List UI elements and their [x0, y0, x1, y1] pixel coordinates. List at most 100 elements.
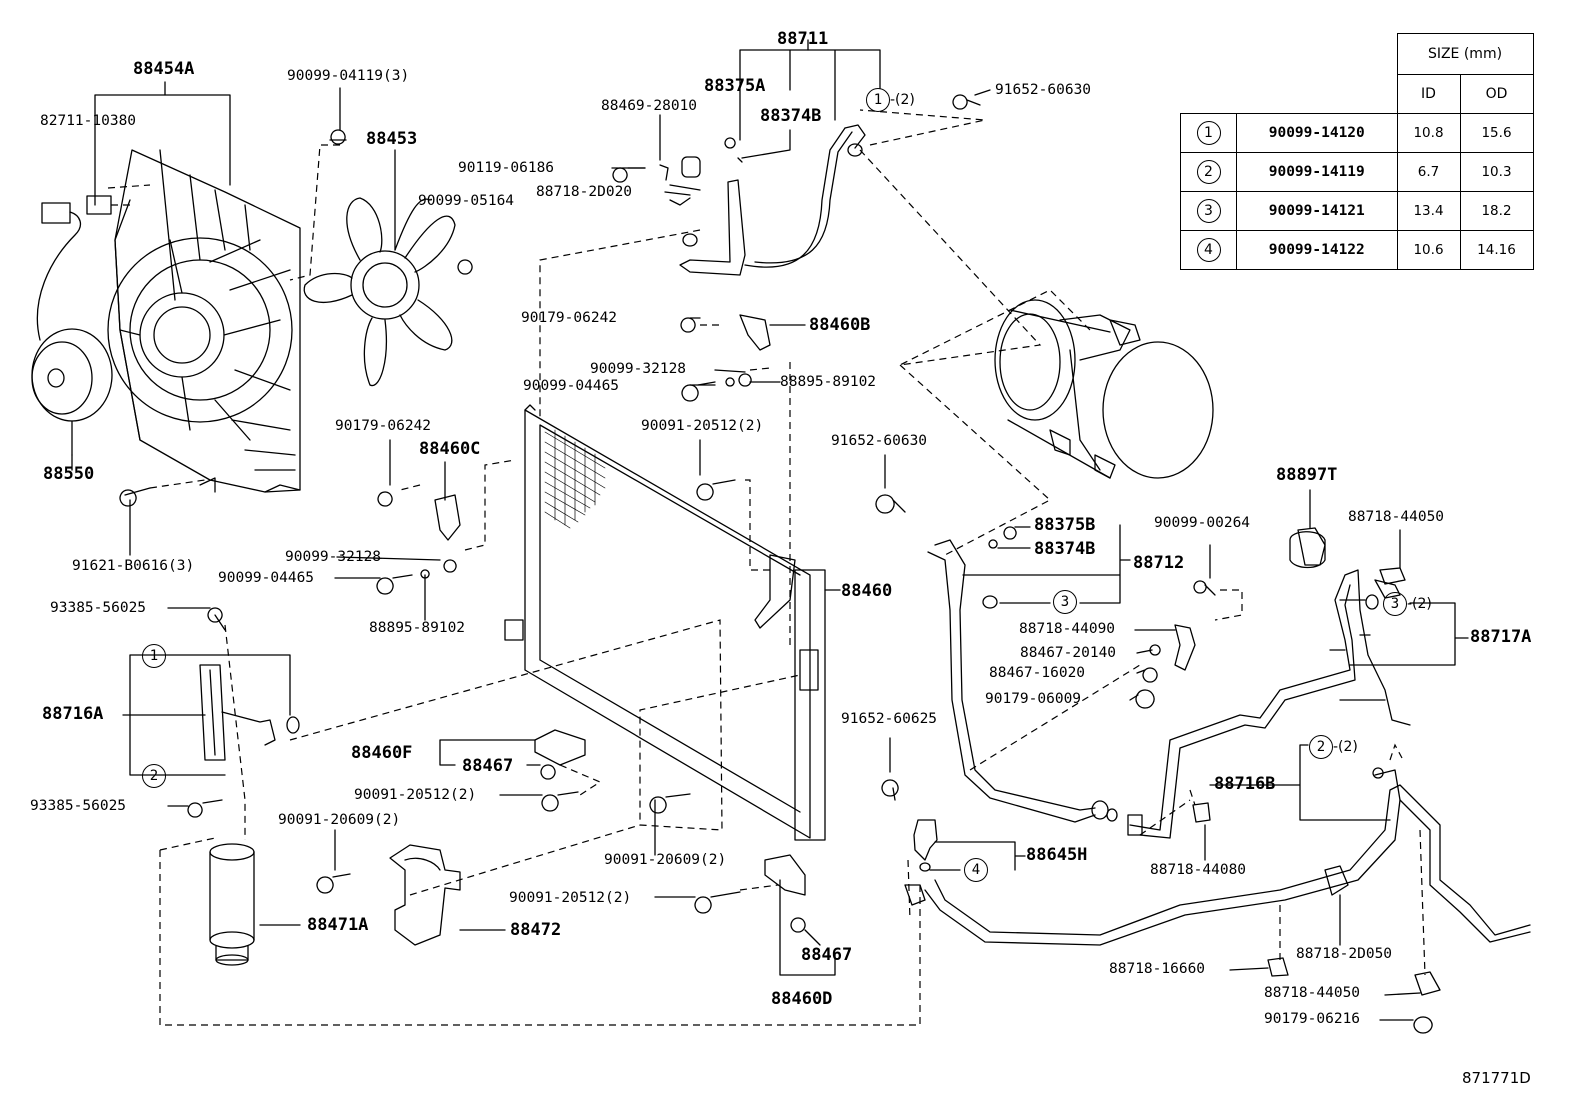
liquid-pipe-drawing	[924, 527, 1531, 1034]
part-label-90099-32128: 90099-32128	[590, 361, 687, 377]
part-number-cell: 90099-14120	[1236, 113, 1398, 153]
condenser-drawing	[504, 404, 826, 841]
part-label-90179-06242: 90179-06242	[521, 310, 618, 326]
part-label-90179-06216: 90179-06216	[1264, 1011, 1361, 1027]
ref-circle-1: 1	[142, 644, 166, 668]
discharge-hose-drawing	[612, 94, 981, 276]
od-cell: 10.3	[1459, 152, 1534, 192]
table-row: 1 90099-14120 10.8 15.6	[1180, 113, 1534, 153]
part-label-90099-04119: 90099-04119(3)	[287, 68, 410, 84]
part-label-88454A: 88454A	[133, 59, 195, 79]
part-label-90179-06242-b: 90179-06242	[335, 418, 432, 434]
ref-qty: -(2)	[1333, 739, 1358, 755]
part-label-88460F: 88460F	[351, 743, 413, 763]
part-label-88472: 88472	[510, 920, 562, 940]
size-table-title: SIZE (mm)	[1396, 33, 1534, 75]
part-label-91652-60630-b: 91652-60630	[831, 433, 928, 449]
od-cell: 14.16	[1459, 230, 1534, 270]
part-label-93385-56025: 93385-56025	[50, 600, 147, 616]
part-label-90099-00264: 90099-00264	[1154, 515, 1251, 531]
ref-circle-2: 2	[142, 764, 166, 788]
table-row: 2 90099-14119 6.7 10.3	[1180, 152, 1534, 192]
part-label-90099-04465-b: 90099-04465	[218, 570, 315, 586]
part-label-88712: 88712	[1133, 553, 1185, 573]
part-label-88467-16020: 88467-16020	[989, 665, 1086, 681]
id-cell: 6.7	[1396, 152, 1461, 192]
part-label-91652-60625: 91652-60625	[841, 711, 938, 727]
compressor-drawing	[994, 299, 1214, 479]
fan-motor-drawing	[31, 195, 113, 456]
part-label-88718-16660: 88718-16660	[1109, 961, 1206, 977]
part-label-90099-04465: 90099-04465	[523, 378, 620, 394]
part-number-cell: 90099-14122	[1236, 230, 1398, 270]
part-label-88467-20140: 88467-20140	[1020, 645, 1117, 661]
part-label-88718-2D020: 88718-2D020	[536, 184, 633, 200]
leader-lines	[71, 39, 1469, 1021]
ref-circle-3: 3	[1053, 590, 1077, 614]
part-label-88469-28010: 88469-28010	[601, 98, 698, 114]
hose-ref-3-a: 3	[1053, 590, 1077, 614]
fan-shroud-drawing	[107, 149, 301, 493]
part-label-88374B-b: 88374B	[1034, 539, 1096, 559]
part-label-88711: 88711	[777, 29, 829, 49]
part-label-88718-44080: 88718-44080	[1150, 862, 1247, 878]
part-label-88718-2D050: 88718-2D050	[1296, 946, 1393, 962]
part-label-88897T: 88897T	[1276, 465, 1338, 485]
part-label-88645H: 88645H	[1026, 845, 1088, 865]
part-label-82711-10380: 82711-10380	[40, 113, 137, 129]
part-label-90091-20512-b: 90091-20512(2)	[354, 787, 477, 803]
hose-ref-1: 1-(2)	[866, 88, 915, 112]
illustration-reference: 871771D	[1462, 1069, 1531, 1087]
part-number-cell: 90099-14119	[1236, 152, 1398, 192]
ref-circle-3: 3	[1383, 592, 1407, 616]
ref-circle-1: 1	[866, 88, 890, 112]
ref-circle-1: 1	[1196, 121, 1221, 145]
od-cell: 15.6	[1459, 113, 1534, 153]
part-label-88718-44050: 88718-44050	[1348, 509, 1445, 525]
part-label-88374B: 88374B	[760, 106, 822, 126]
id-cell: 10.6	[1396, 230, 1461, 270]
part-label-88895-89102-b: 88895-89102	[369, 620, 466, 636]
table-row: 3 90099-14121 13.4 18.2	[1180, 191, 1534, 231]
hose-ref-2-mid: 2	[142, 764, 166, 788]
part-label-88460C: 88460C	[419, 439, 481, 459]
od-cell: 18.2	[1459, 191, 1534, 231]
table-row: 4 90099-14122 10.6 14.16	[1180, 230, 1534, 270]
suction-hose-drawing	[875, 494, 1118, 823]
part-label-88716A: 88716A	[42, 704, 104, 724]
part-label-88550: 88550	[43, 464, 95, 484]
part-label-88467: 88467	[462, 756, 514, 776]
part-label-88375B: 88375B	[1034, 515, 1096, 535]
ref-circle-2: 2	[1196, 160, 1221, 184]
ref-circle-4: 4	[1196, 238, 1221, 262]
ref-qty: -(2)	[1407, 596, 1432, 612]
part-number-cell: 90099-14121	[1236, 191, 1398, 231]
hose-ref-4: 4	[964, 858, 988, 882]
part-label-90119-06186: 90119-06186	[458, 160, 555, 176]
receiver-drier-drawing	[209, 843, 255, 966]
part-label-90091-20512: 90091-20512(2)	[641, 418, 764, 434]
col-header-od: OD	[1459, 74, 1534, 114]
hose-ref-3-b: 3-(2)	[1383, 592, 1432, 616]
ref-circle-4: 4	[964, 858, 988, 882]
id-cell: 10.8	[1396, 113, 1461, 153]
part-label-88716B: 88716B	[1214, 774, 1276, 794]
part-label-88375A: 88375A	[704, 76, 766, 96]
part-label-91652-60630: 91652-60630	[995, 82, 1092, 98]
ref-circle-3: 3	[1196, 199, 1221, 223]
hose-ref-1-mid: 1	[142, 644, 166, 668]
part-label-88895-89102: 88895-89102	[780, 374, 877, 390]
part-label-90091-20609: 90091-20609(2)	[278, 812, 401, 828]
part-label-90091-20609-b: 90091-20609(2)	[604, 852, 727, 868]
part-label-90099-32128-b: 90099-32128	[285, 549, 382, 565]
part-label-88467-b: 88467	[801, 945, 853, 965]
id-cell: 13.4	[1396, 191, 1461, 231]
part-label-93385-56025-b: 93385-56025	[30, 798, 127, 814]
hose-ref-2-b: 2-(2)	[1309, 735, 1358, 759]
ref-qty: -(2)	[890, 92, 915, 108]
part-label-88718-44050-b: 88718-44050	[1264, 985, 1361, 1001]
part-label-88460: 88460	[841, 581, 893, 601]
part-label-88471A: 88471A	[307, 915, 369, 935]
part-label-88717A: 88717A	[1470, 627, 1532, 647]
